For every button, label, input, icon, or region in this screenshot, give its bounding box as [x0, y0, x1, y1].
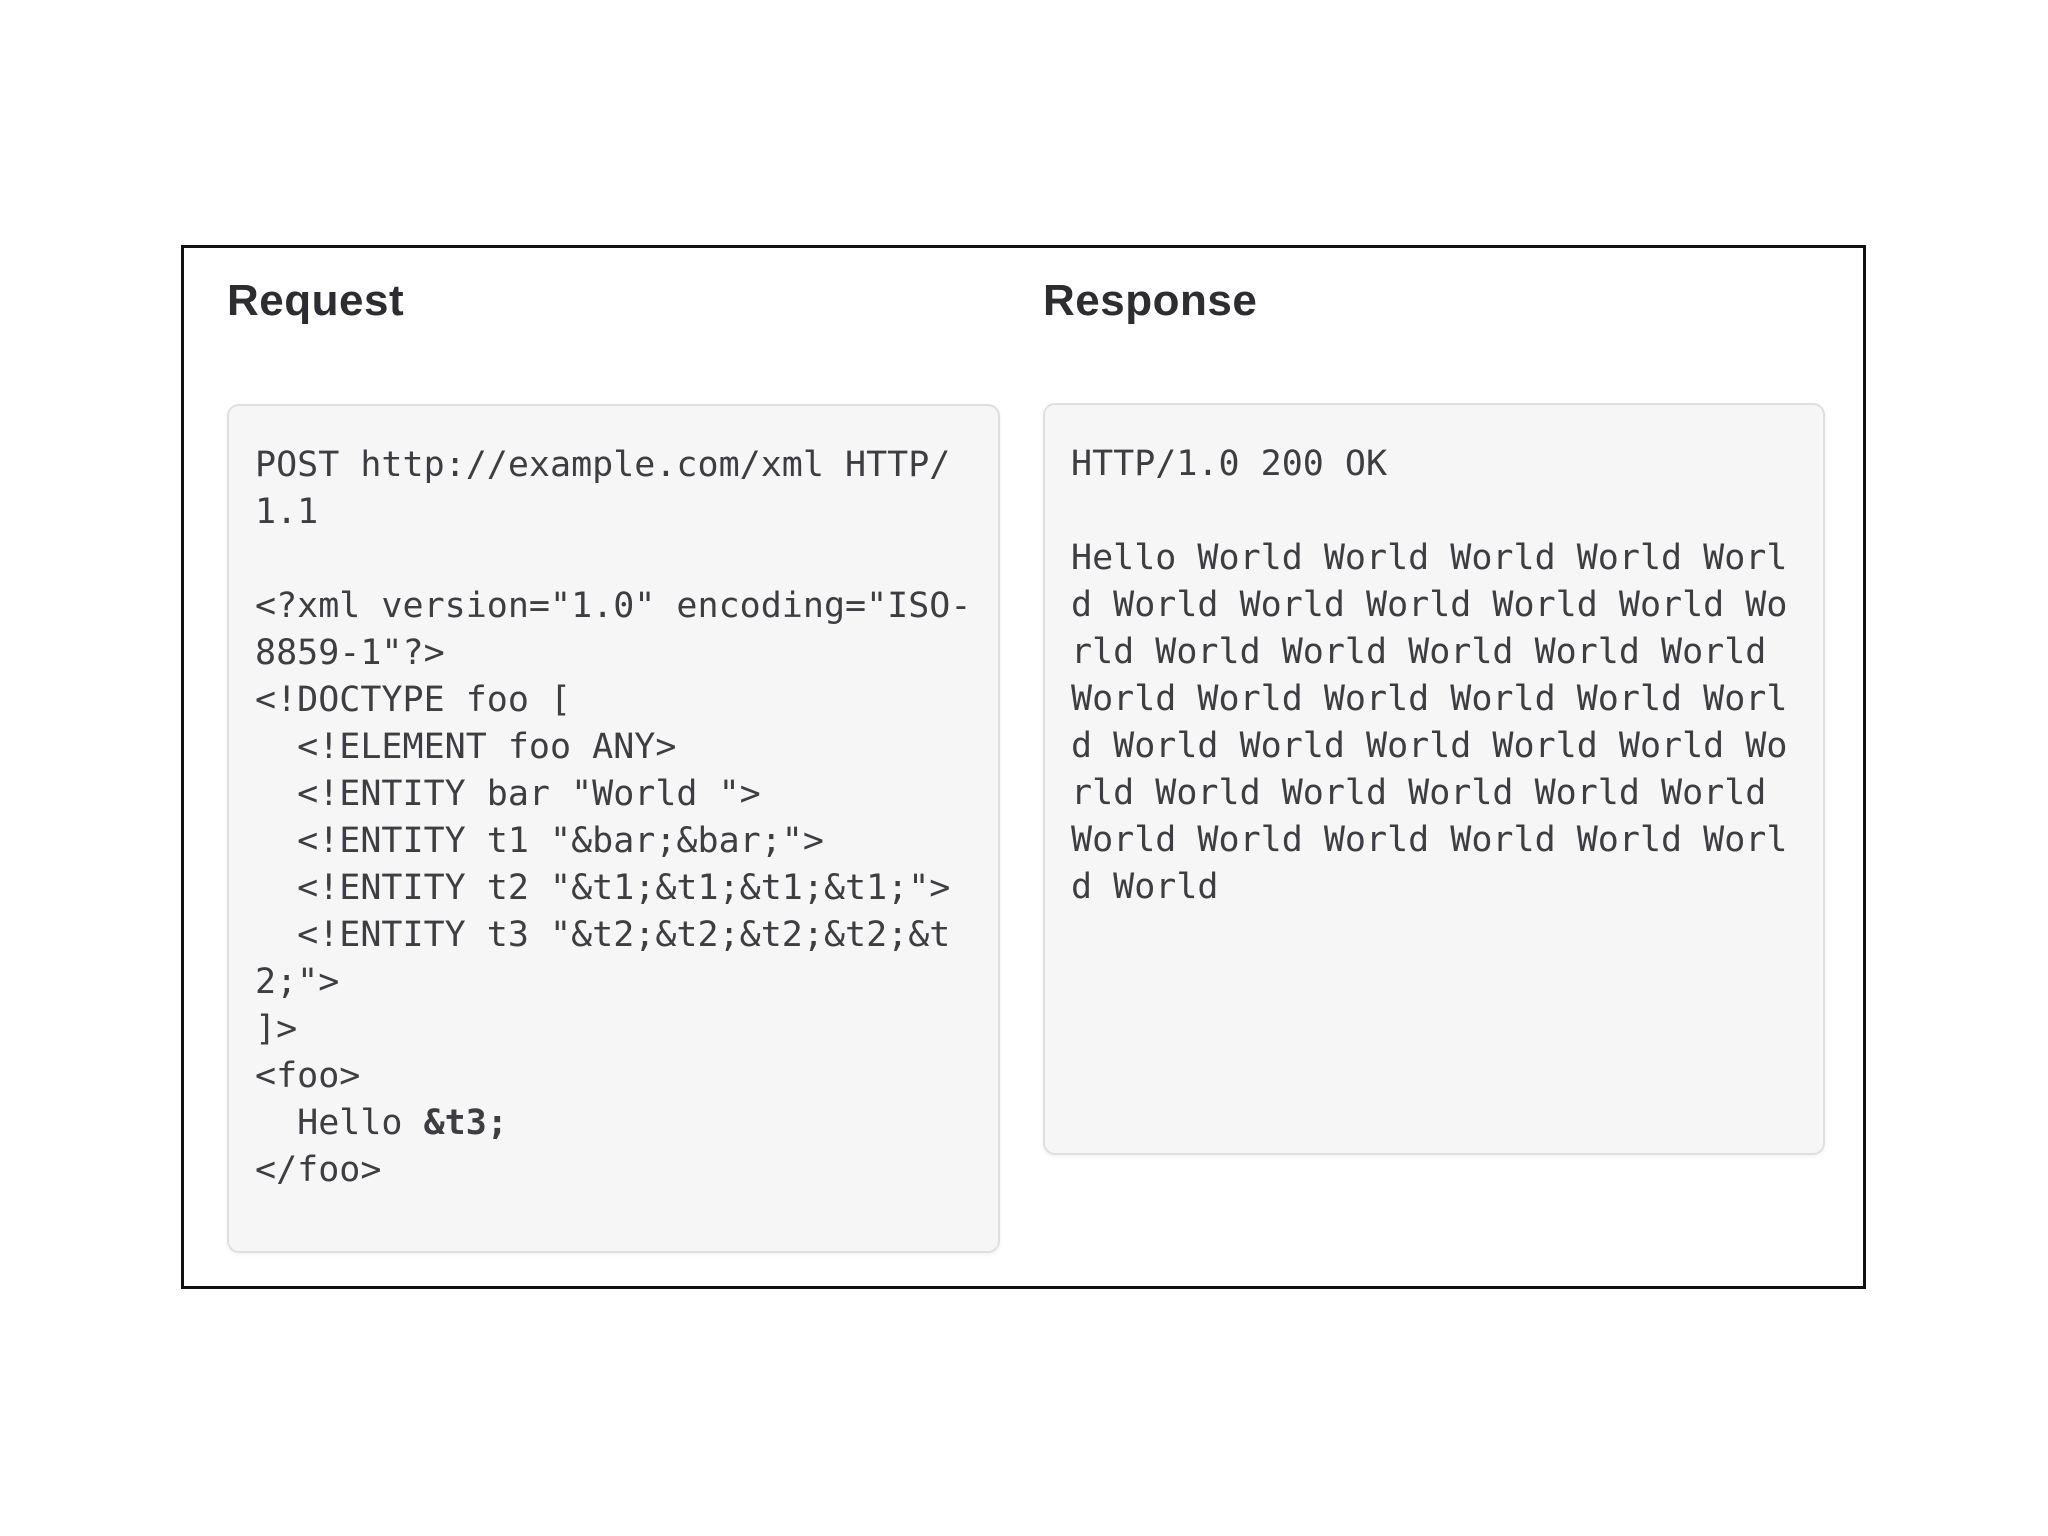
response-code-text: HTTP/1.0 200 OK Hello World World World …	[1071, 441, 1797, 911]
response-body-text: HTTP/1.0 200 OK Hello World World World …	[1071, 444, 1788, 907]
request-code-before-payload: POST http://example.com/xml HTTP/ 1.1 <?…	[255, 445, 972, 1143]
response-heading: Response	[1043, 276, 1258, 325]
request-heading: Request	[227, 276, 405, 325]
response-code-block: HTTP/1.0 200 OK Hello World World World …	[1043, 403, 1825, 1155]
request-code-after-payload: </foo>	[255, 1150, 382, 1190]
request-response-panel: Request Response POST http://example.com…	[181, 245, 1866, 1289]
request-code-block: POST http://example.com/xml HTTP/ 1.1 <?…	[227, 404, 1000, 1253]
request-code-text: POST http://example.com/xml HTTP/ 1.1 <?…	[255, 442, 972, 1194]
request-entity-payload: &t3;	[423, 1103, 508, 1143]
